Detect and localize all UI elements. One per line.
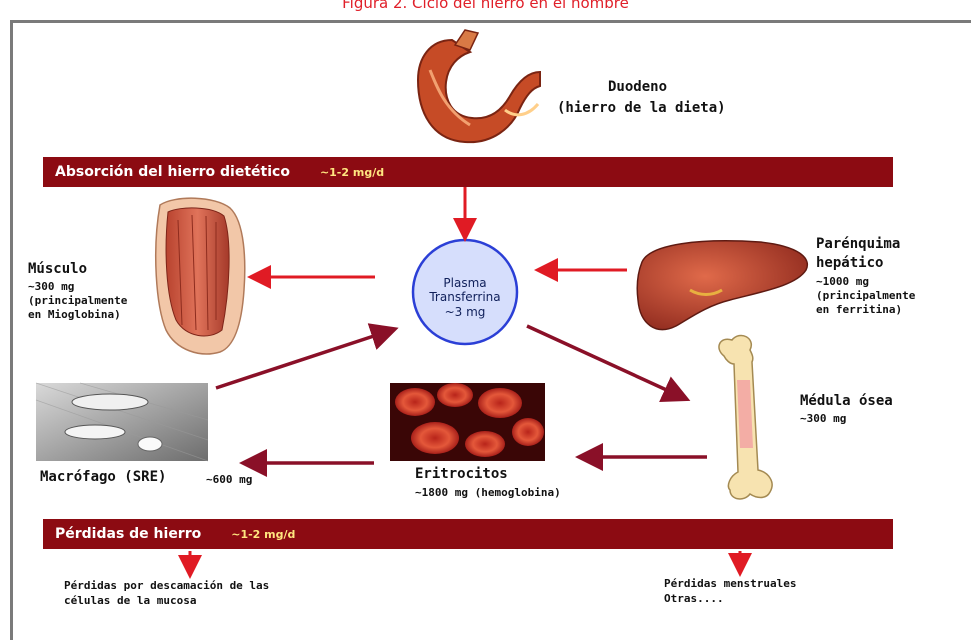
loss-right-line1: Pérdidas menstruales [664, 578, 796, 590]
higado-detail2: en ferritina) [816, 304, 902, 316]
macrofago-amount: ~600 mg [206, 474, 252, 486]
absorption-band-rate: ~1-2 mg/d [320, 166, 384, 179]
flow-arrows [190, 166, 740, 573]
iron-cycle-figure: Figura 2. Ciclo del hierro en el hombre [0, 0, 971, 626]
plasma-line3: ~3 mg [410, 305, 520, 319]
absorption-band-title: Absorción del hierro dietético [43, 164, 290, 180]
plasma-label: Plasma Transferrina ~3 mg [410, 276, 520, 319]
loss-right-line2: Otras.... [664, 593, 724, 605]
arrow-plasma-to-marrow [527, 326, 684, 398]
higado-detail1: (principalmente [816, 290, 915, 302]
loss-band-rate: ~1-2 mg/d [231, 528, 295, 541]
loss-left-line1: Pérdidas por descamación de las [64, 580, 269, 592]
muscle-illustration [156, 198, 245, 354]
higado-amount: ~1000 mg [816, 276, 869, 288]
musculo-amount: ~300 mg [28, 281, 74, 293]
loss-left-line2: células de la mucosa [64, 595, 196, 607]
loss-band-title: Pérdidas de hierro [43, 526, 201, 542]
medula-amount: ~300 mg [800, 413, 846, 425]
musculo-detail2: en Mioglobina) [28, 309, 121, 321]
musculo-detail1: (principalmente [28, 295, 127, 307]
absorption-band: Absorción del hierro dietético ~1-2 mg/d [43, 157, 893, 187]
liver-illustration [637, 241, 807, 330]
musculo-name: Músculo [28, 262, 87, 278]
higado-name2: hepático [816, 256, 883, 272]
duodeno-detail: (hierro de la dieta) [557, 101, 726, 117]
plasma-line2: Transferrina [410, 290, 520, 304]
bone-illustration [719, 335, 772, 498]
higado-name1: Parénquima [816, 237, 900, 253]
macrophage-illustration [36, 383, 208, 461]
arrow-macrophage-to-plasma [216, 330, 392, 388]
medula-name: Médula ósea [800, 394, 893, 410]
duodenum-illustration [418, 30, 540, 142]
loss-band: Pérdidas de hierro ~1-2 mg/d [43, 519, 893, 549]
duodeno-name: Duodeno [608, 80, 667, 96]
macrofago-name: Macrófago (SRE) [40, 470, 166, 486]
erythrocytes-illustration [390, 383, 545, 461]
eritrocitos-name: Eritrocitos [415, 467, 508, 483]
plasma-line1: Plasma [410, 276, 520, 290]
eritrocitos-amount: ~1800 mg (hemoglobina) [415, 487, 561, 499]
